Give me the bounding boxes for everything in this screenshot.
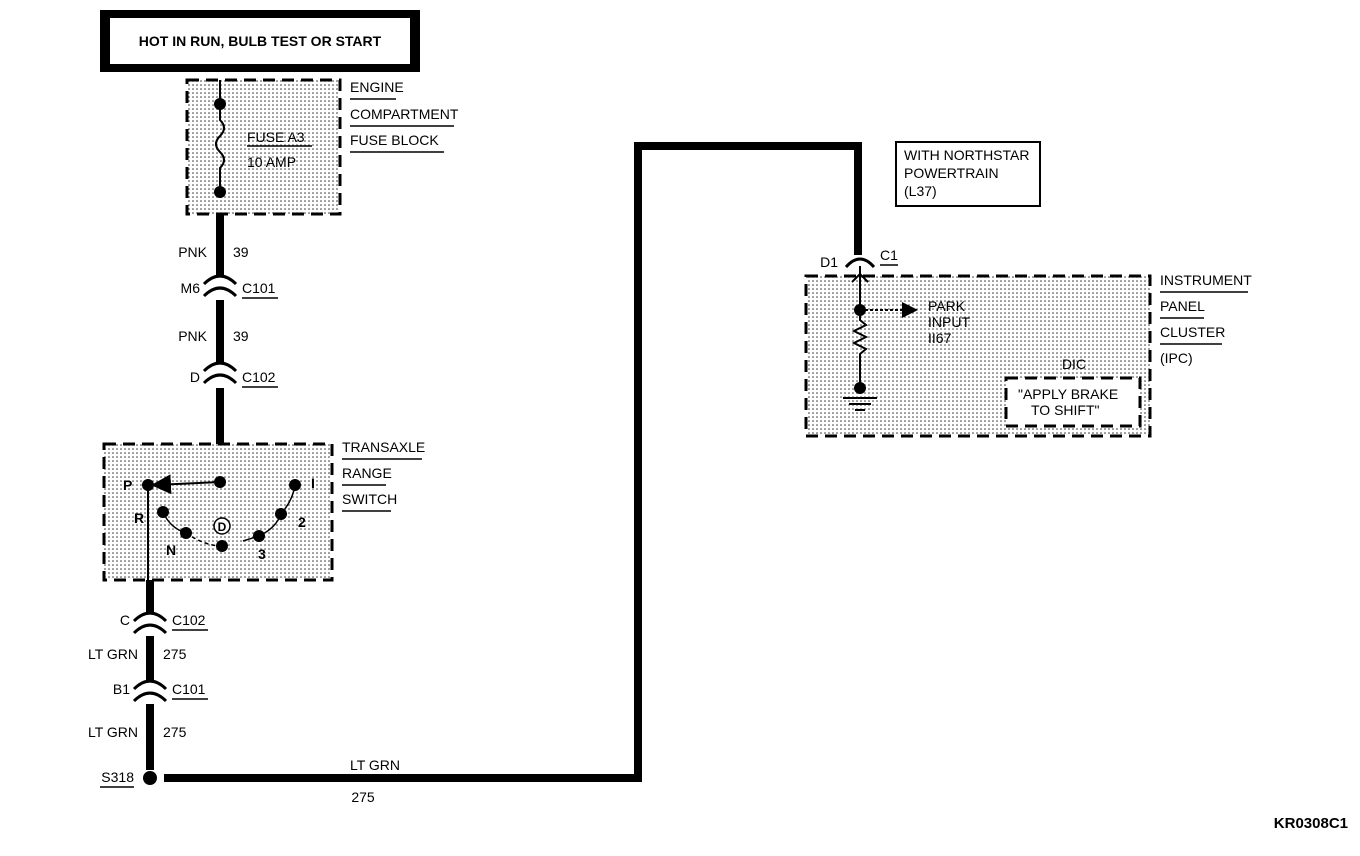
- wire-circuit-39-1: 39: [233, 244, 249, 260]
- connector-pin-m6: M6: [181, 280, 201, 296]
- park-input-arrow: [902, 302, 918, 318]
- wire-s318-to-ipc: [164, 142, 862, 782]
- splice-s318: [143, 771, 157, 785]
- fuse-rating: 10 AMP: [247, 154, 296, 170]
- switch-label-n: N: [166, 542, 176, 558]
- fuse-name: FUSE A3: [247, 129, 305, 145]
- fuse-terminal-bottom: [214, 186, 226, 198]
- wire-circuit-275-2: 275: [163, 724, 187, 740]
- connector-pin-d: D: [190, 369, 200, 385]
- dic-box: [1004, 376, 1142, 428]
- connector-pin-c: C: [120, 612, 130, 628]
- switch-name-2: RANGE: [342, 465, 392, 481]
- ipc-name-4: (IPC): [1160, 350, 1193, 366]
- ipc-name-1: INSTRUMENT: [1160, 272, 1252, 288]
- splice-label: S318: [101, 769, 134, 785]
- connector-name-c102: C102: [242, 369, 276, 385]
- dic-message-line-2: TO SHIFT": [1031, 402, 1100, 418]
- connector-name-c1: C1: [880, 247, 898, 263]
- switch-wiper-arrow: [151, 474, 221, 495]
- wire-circuit-39-2: 39: [233, 328, 249, 344]
- connector-c102-lower-female: [132, 611, 168, 623]
- wire-color-pnk-2: PNK: [178, 328, 207, 344]
- wire-circuit-275-1: 275: [163, 646, 187, 662]
- switch-label-3: 3: [258, 546, 266, 562]
- fuse-block-name-3: FUSE BLOCK: [350, 132, 439, 148]
- fuse-block: FUSE A3 10 AMP ENGINE COMPARTMENT FUSE B…: [185, 78, 459, 216]
- ground-node: [854, 382, 866, 394]
- option-note-box: WITH NORTHSTAR POWERTRAIN (L37): [895, 141, 1041, 207]
- connector-c102-female: [202, 361, 238, 373]
- switch-name-3: SWITCH: [342, 491, 397, 507]
- splice-s318-run: S318 LT GRN 275: [100, 142, 862, 805]
- connector-name-c101-lower: C101: [172, 681, 206, 697]
- ipc-name-3: CLUSTER: [1160, 324, 1225, 340]
- wire-circuit-275-3: 275: [351, 789, 375, 805]
- instrument-panel-cluster: D1 C1 PARK INPUT II67 DIC "APPLY BRAKE T…: [804, 247, 1252, 438]
- fuse-symbol: [215, 104, 225, 192]
- switch-label-r: R: [134, 510, 144, 526]
- fuse-block-name-1: ENGINE: [350, 79, 404, 95]
- ipc-name-2: PANEL: [1160, 298, 1205, 314]
- wire-color-ltgrn-2: LT GRN: [88, 724, 138, 740]
- wire-color-pnk-1: PNK: [178, 244, 207, 260]
- drive-indicator-circle: [213, 517, 231, 535]
- connector-pin-b1: B1: [113, 681, 130, 697]
- wire-color-ltgrn-1: LT GRN: [88, 646, 138, 662]
- switch-label-p: P: [123, 477, 132, 493]
- connector-c101-female: [202, 274, 238, 286]
- ltgrn-circuit-275: C C102 LT GRN 275 B1 C101 LT GRN 275: [88, 580, 208, 770]
- option-note-line-3: (L37): [904, 183, 937, 199]
- dic-message-line-1: "APPLY BRAKE: [1018, 386, 1118, 402]
- connector-c1: [844, 257, 876, 269]
- diagram-id: KR0308C1: [1274, 815, 1348, 832]
- power-source-box: HOT IN RUN, BULB TEST OR START: [100, 10, 420, 72]
- dic-label: DIC: [1062, 356, 1086, 372]
- connector-c101-lower-female: [132, 679, 168, 691]
- pnk-circuit-39: PNK 39 M6 C101 PNK 39 D C102: [178, 214, 278, 482]
- switch-label-2: 2: [298, 514, 306, 530]
- fuse-block-name-2: COMPARTMENT: [350, 106, 459, 122]
- switch-label-d: D: [218, 520, 227, 534]
- transaxle-range-switch: P R N D 3 2 I TRANSAXLE RANGE SWITCH: [102, 439, 425, 582]
- pullup-resistor: [851, 310, 869, 388]
- option-note-line-1: WITH NORTHSTAR: [904, 147, 1029, 163]
- connector-c101-male: [202, 286, 238, 298]
- connector-c101-lower-male: [132, 691, 168, 703]
- power-source-label: HOT IN RUN, BULB TEST OR START: [139, 33, 382, 49]
- connector-name-c101: C101: [242, 280, 276, 296]
- option-note-line-2: POWERTRAIN: [904, 165, 999, 181]
- park-input-line-3: II67: [928, 330, 952, 346]
- switch-label-1: I: [311, 475, 315, 491]
- connector-c102-male: [202, 373, 238, 385]
- connector-name-c102-lower: C102: [172, 612, 206, 628]
- switch-name-1: TRANSAXLE: [342, 439, 425, 455]
- connector-pin-d1: D1: [820, 254, 838, 270]
- park-input-line-2: INPUT: [928, 314, 970, 330]
- park-input-line-1: PARK: [928, 298, 966, 314]
- connector-c102-lower-male: [132, 623, 168, 635]
- wire-color-ltgrn-3: LT GRN: [350, 757, 400, 773]
